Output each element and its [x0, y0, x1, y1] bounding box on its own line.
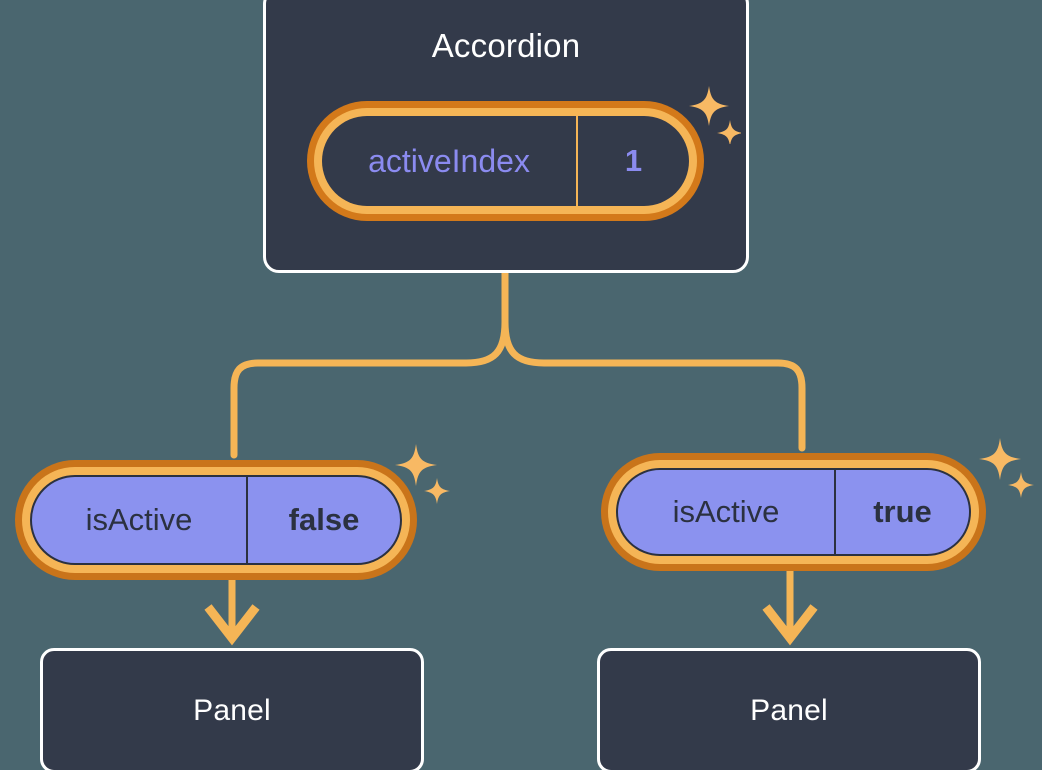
component-card-panel-right[interactable]: Panel	[597, 648, 981, 770]
state-pill-key: isActive	[672, 494, 780, 529]
arrow-down-icon	[762, 604, 818, 646]
state-pill-ring: isActive true	[608, 460, 979, 564]
state-pill-body: isActive true	[616, 468, 971, 556]
state-pill-key: isActive	[85, 502, 193, 537]
state-pill-isactive-false[interactable]: isActive false	[15, 460, 417, 580]
sparkle-icon	[979, 438, 1034, 498]
component-card-title: Panel	[750, 693, 828, 727]
state-pill-value: false	[246, 477, 400, 563]
state-pill-value: true	[834, 470, 969, 554]
state-pill-ring: activeIndex 1	[314, 108, 697, 214]
component-card-title: Panel	[193, 693, 271, 727]
edge-right-pill-to-panel	[762, 571, 818, 646]
state-pill-activeindex[interactable]: activeIndex 1	[307, 101, 704, 221]
state-pill-isactive-true[interactable]: isActive true	[601, 453, 986, 571]
state-pill-ring: isActive false	[22, 467, 410, 573]
component-card-panel-left[interactable]: Panel	[40, 648, 424, 770]
edge-root-to-right	[501, 318, 806, 452]
state-pill-key: activeIndex	[322, 116, 578, 206]
edge-left-pill-to-panel	[204, 580, 260, 646]
edge-root-to-left	[230, 318, 509, 459]
state-pill-value: 1	[624, 143, 643, 178]
state-pill-body: activeIndex 1	[322, 116, 689, 206]
state-pill-body: isActive false	[30, 475, 402, 565]
component-card-title: Accordion	[431, 27, 581, 64]
arrow-down-icon	[204, 604, 260, 646]
